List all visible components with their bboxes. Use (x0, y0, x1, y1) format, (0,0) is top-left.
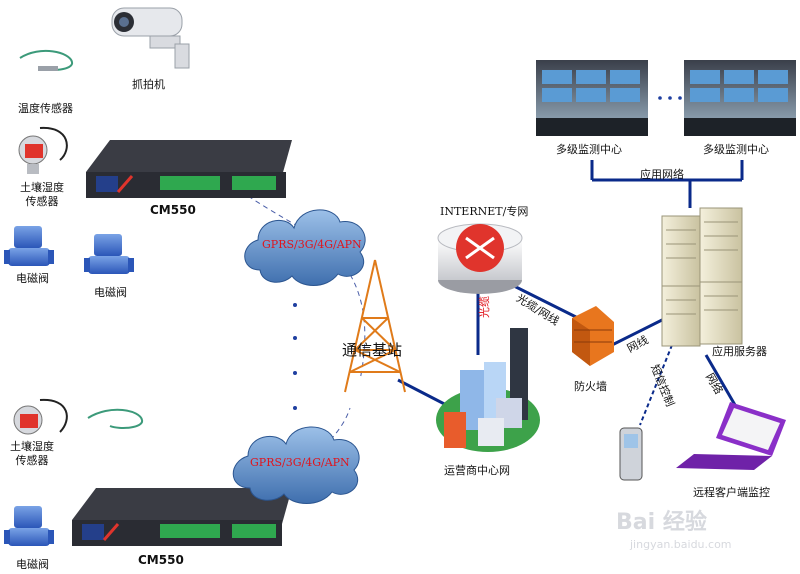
cm550-device-bottom (72, 488, 292, 546)
app-server-label: 应用服务器 (712, 345, 767, 358)
app-network-label: 应用网络 (640, 168, 684, 181)
soil-sensor-label-top: 土壤湿度 传感器 (20, 181, 64, 208)
camera-icon (111, 7, 190, 69)
cm550-device-top (86, 140, 292, 198)
temperature-sensor-icon (87, 408, 143, 429)
firewall-icon (572, 306, 614, 366)
soil-sensor-icon (18, 126, 68, 174)
watermark-url: jingyan.baidu.com (630, 538, 732, 551)
cloud-label-top: GPRS/3G/4G/APN (262, 238, 362, 251)
monitoring-center-image (536, 60, 648, 136)
solenoid-valve-icon (84, 234, 134, 274)
remote-client-label: 远程客户端监控 (693, 486, 770, 499)
internet-label: INTERNET/专网 (440, 205, 529, 218)
cloud-label-bottom: GPRS/3G/4G/APN (250, 456, 350, 469)
solenoid-valve-icon (4, 506, 54, 546)
solenoid-valve-icon (4, 226, 54, 266)
cloud-icon-top (244, 209, 366, 286)
cm550-label-top: CM550 (150, 203, 196, 217)
valve-label-1: 电磁阀 (16, 272, 49, 285)
ellipsis-dots-vertical (293, 303, 297, 410)
cloud-icon-bottom (232, 426, 360, 504)
camera-label: 抓拍机 (132, 78, 165, 91)
monitoring-center-label-2: 多级监测中心 (703, 143, 769, 156)
soil-sensor-label-bottom: 土壤湿度 传感器 (10, 440, 54, 467)
firewall-label: 防火墙 (574, 380, 607, 393)
cm550-label-bottom: CM550 (138, 553, 184, 567)
base-station-label: 通信基站 (342, 341, 403, 359)
valve-label-2: 电磁阀 (94, 286, 127, 299)
temp-sensor-label: 温度传感器 (18, 102, 73, 115)
monitoring-center-image (684, 60, 796, 136)
soil-sensor-icon (13, 398, 68, 435)
operator-center-icon (436, 328, 540, 452)
mobile-phone-icon (619, 427, 643, 481)
watermark-brand: Bai 经验 (616, 510, 707, 535)
temperature-sensor-icon (19, 50, 73, 71)
laptop-icon (676, 402, 786, 470)
server-icon (661, 207, 743, 347)
monitoring-center-label-1: 多级监测中心 (556, 143, 622, 156)
operator-center-label: 运营商中心网 (444, 464, 510, 477)
fiber-label: 光缆 (478, 296, 491, 318)
valve-label-bottom: 电磁阀 (16, 558, 49, 571)
ellipsis-dots-horizontal (658, 96, 682, 100)
base-station-tower-icon (344, 259, 406, 393)
router-icon (437, 223, 523, 294)
